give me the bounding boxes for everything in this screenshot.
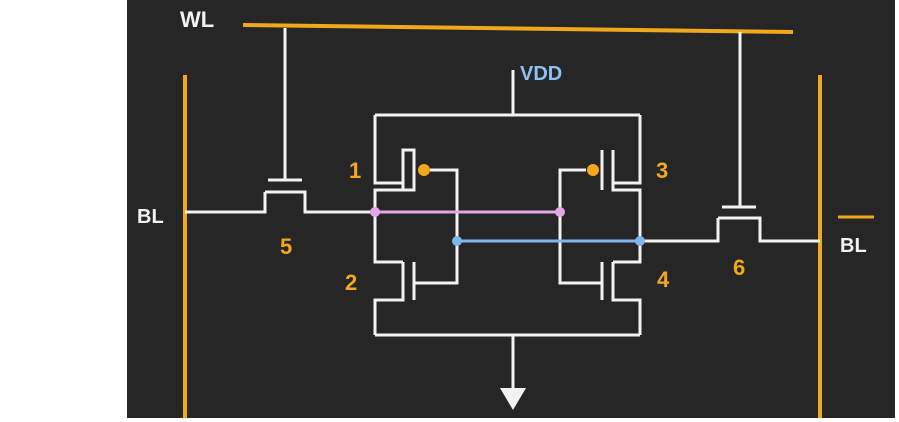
t1-bubble-icon xyxy=(418,164,430,176)
blue-node-right xyxy=(635,236,645,246)
pink-node-right xyxy=(555,207,565,217)
label-t4: 4 xyxy=(657,267,670,292)
t5-channel xyxy=(265,190,375,214)
diagram-background xyxy=(127,0,895,418)
label-t5: 5 xyxy=(280,234,292,259)
pink-node-left xyxy=(370,207,380,217)
blue-node-left xyxy=(452,236,462,246)
bus-lines xyxy=(183,23,874,418)
t3-bubble-icon xyxy=(587,164,599,176)
t5-left-wire xyxy=(185,192,267,214)
label-vdd: VDD xyxy=(520,63,562,85)
right-drain-wire xyxy=(613,115,642,185)
label-bl-right: BL xyxy=(840,235,867,257)
left-mid-wire xyxy=(373,148,416,264)
t6-left-wire xyxy=(640,218,720,243)
label-wl: WL xyxy=(180,7,214,32)
right-gate-tie xyxy=(558,168,602,285)
right-bottom-wire xyxy=(611,262,642,335)
word-line xyxy=(242,23,794,34)
label-t6: 6 xyxy=(733,255,745,280)
circuit-wires xyxy=(185,28,820,390)
cross-coupling xyxy=(370,207,645,246)
left-gate-tie xyxy=(414,168,459,285)
ground-arrow-icon xyxy=(500,388,526,410)
label-t3: 3 xyxy=(656,158,668,183)
left-drain-wire xyxy=(373,115,403,185)
label-bl-left: BL xyxy=(137,206,164,228)
right-mid-wire xyxy=(611,150,642,264)
left-bottom-wire xyxy=(373,262,405,335)
label-t2: 2 xyxy=(345,270,357,295)
t6-channel xyxy=(718,216,820,243)
label-t1: 1 xyxy=(349,158,361,183)
